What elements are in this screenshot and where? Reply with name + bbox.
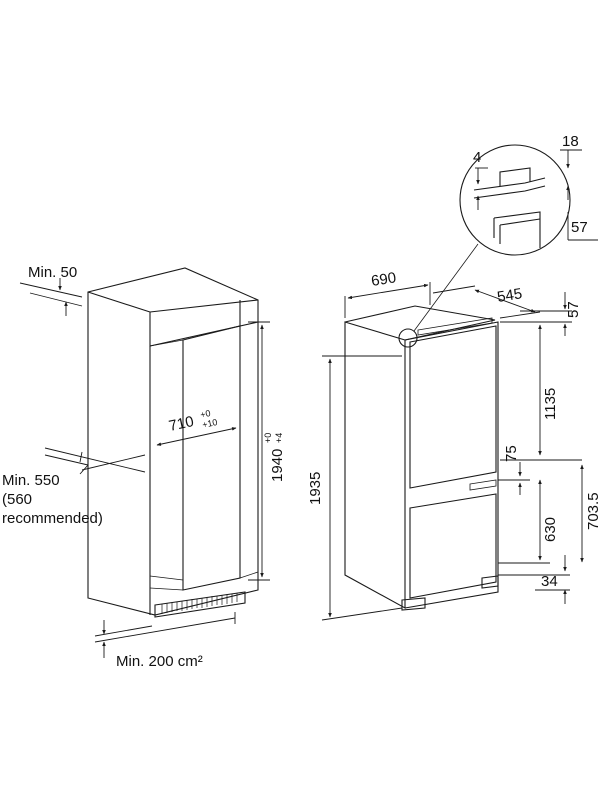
label-depth-line2: (560 [2, 491, 32, 508]
dim-vent-area: Min. 200 cm² [94, 612, 236, 670]
label-upper-door: 1135 [542, 388, 559, 420]
dim-detail-18: 18 [560, 133, 582, 200]
dim-freezer-door: 630 [498, 479, 559, 564]
label-depth-line3: recommended) [2, 510, 103, 527]
dim-foot-height: 34 [498, 555, 570, 604]
label-niche-width: 710 [167, 413, 195, 435]
appliance-body [344, 305, 499, 611]
dim-appliance-depth: 545 [432, 285, 541, 319]
label-depth-line1: Min. 550 [2, 472, 60, 489]
ventilation-grille [154, 591, 246, 618]
label-min-50: Min. 50 [28, 264, 77, 281]
dim-total-height: 1935 [307, 355, 403, 621]
dim-niche-height: 1940 +0 +4 [248, 321, 286, 581]
dim-niche-width: 710 +0 +10 [156, 408, 237, 446]
label-foot-height: 34 [541, 573, 558, 590]
label-detail-4: 4 [473, 149, 481, 166]
detail-callout [398, 144, 571, 348]
niche-cabinet [87, 267, 259, 616]
label-appliance-width: 690 [370, 269, 397, 290]
dim-detail-4: 4 [473, 149, 488, 210]
label-freezer-door: 630 [542, 517, 559, 542]
label-detail-18: 18 [562, 133, 579, 150]
dim-detail-57: 57 [567, 212, 598, 241]
dim-top-gap: 57 [500, 292, 582, 336]
dim-lower-section: 703.5 [580, 464, 600, 563]
dim-upper-door: 1135 [500, 324, 582, 461]
dim-appliance-width: 690 [344, 269, 431, 318]
label-vent-area: Min. 200 cm² [116, 653, 203, 670]
label-niche-width-tol-upper: +0 [199, 408, 211, 420]
label-niche-height: 1940 [269, 449, 286, 482]
label-appliance-depth: 545 [496, 285, 523, 306]
dim-door-gap: 75 [498, 445, 530, 495]
label-niche-height-tol-upper: +0 [263, 433, 273, 443]
label-lower-section: 703.5 [585, 492, 600, 530]
label-niche-height-tol-lower: +4 [274, 433, 284, 443]
label-total-height: 1935 [307, 472, 324, 505]
dim-min-50: Min. 50 [19, 264, 83, 316]
dim-niche-depth: Min. 550 (560 recommended) [2, 447, 146, 527]
label-top-gap: 57 [565, 301, 582, 318]
label-niche-width-tol-lower: +10 [201, 417, 218, 430]
label-detail-57: 57 [571, 219, 588, 236]
label-door-gap: 75 [503, 445, 520, 462]
